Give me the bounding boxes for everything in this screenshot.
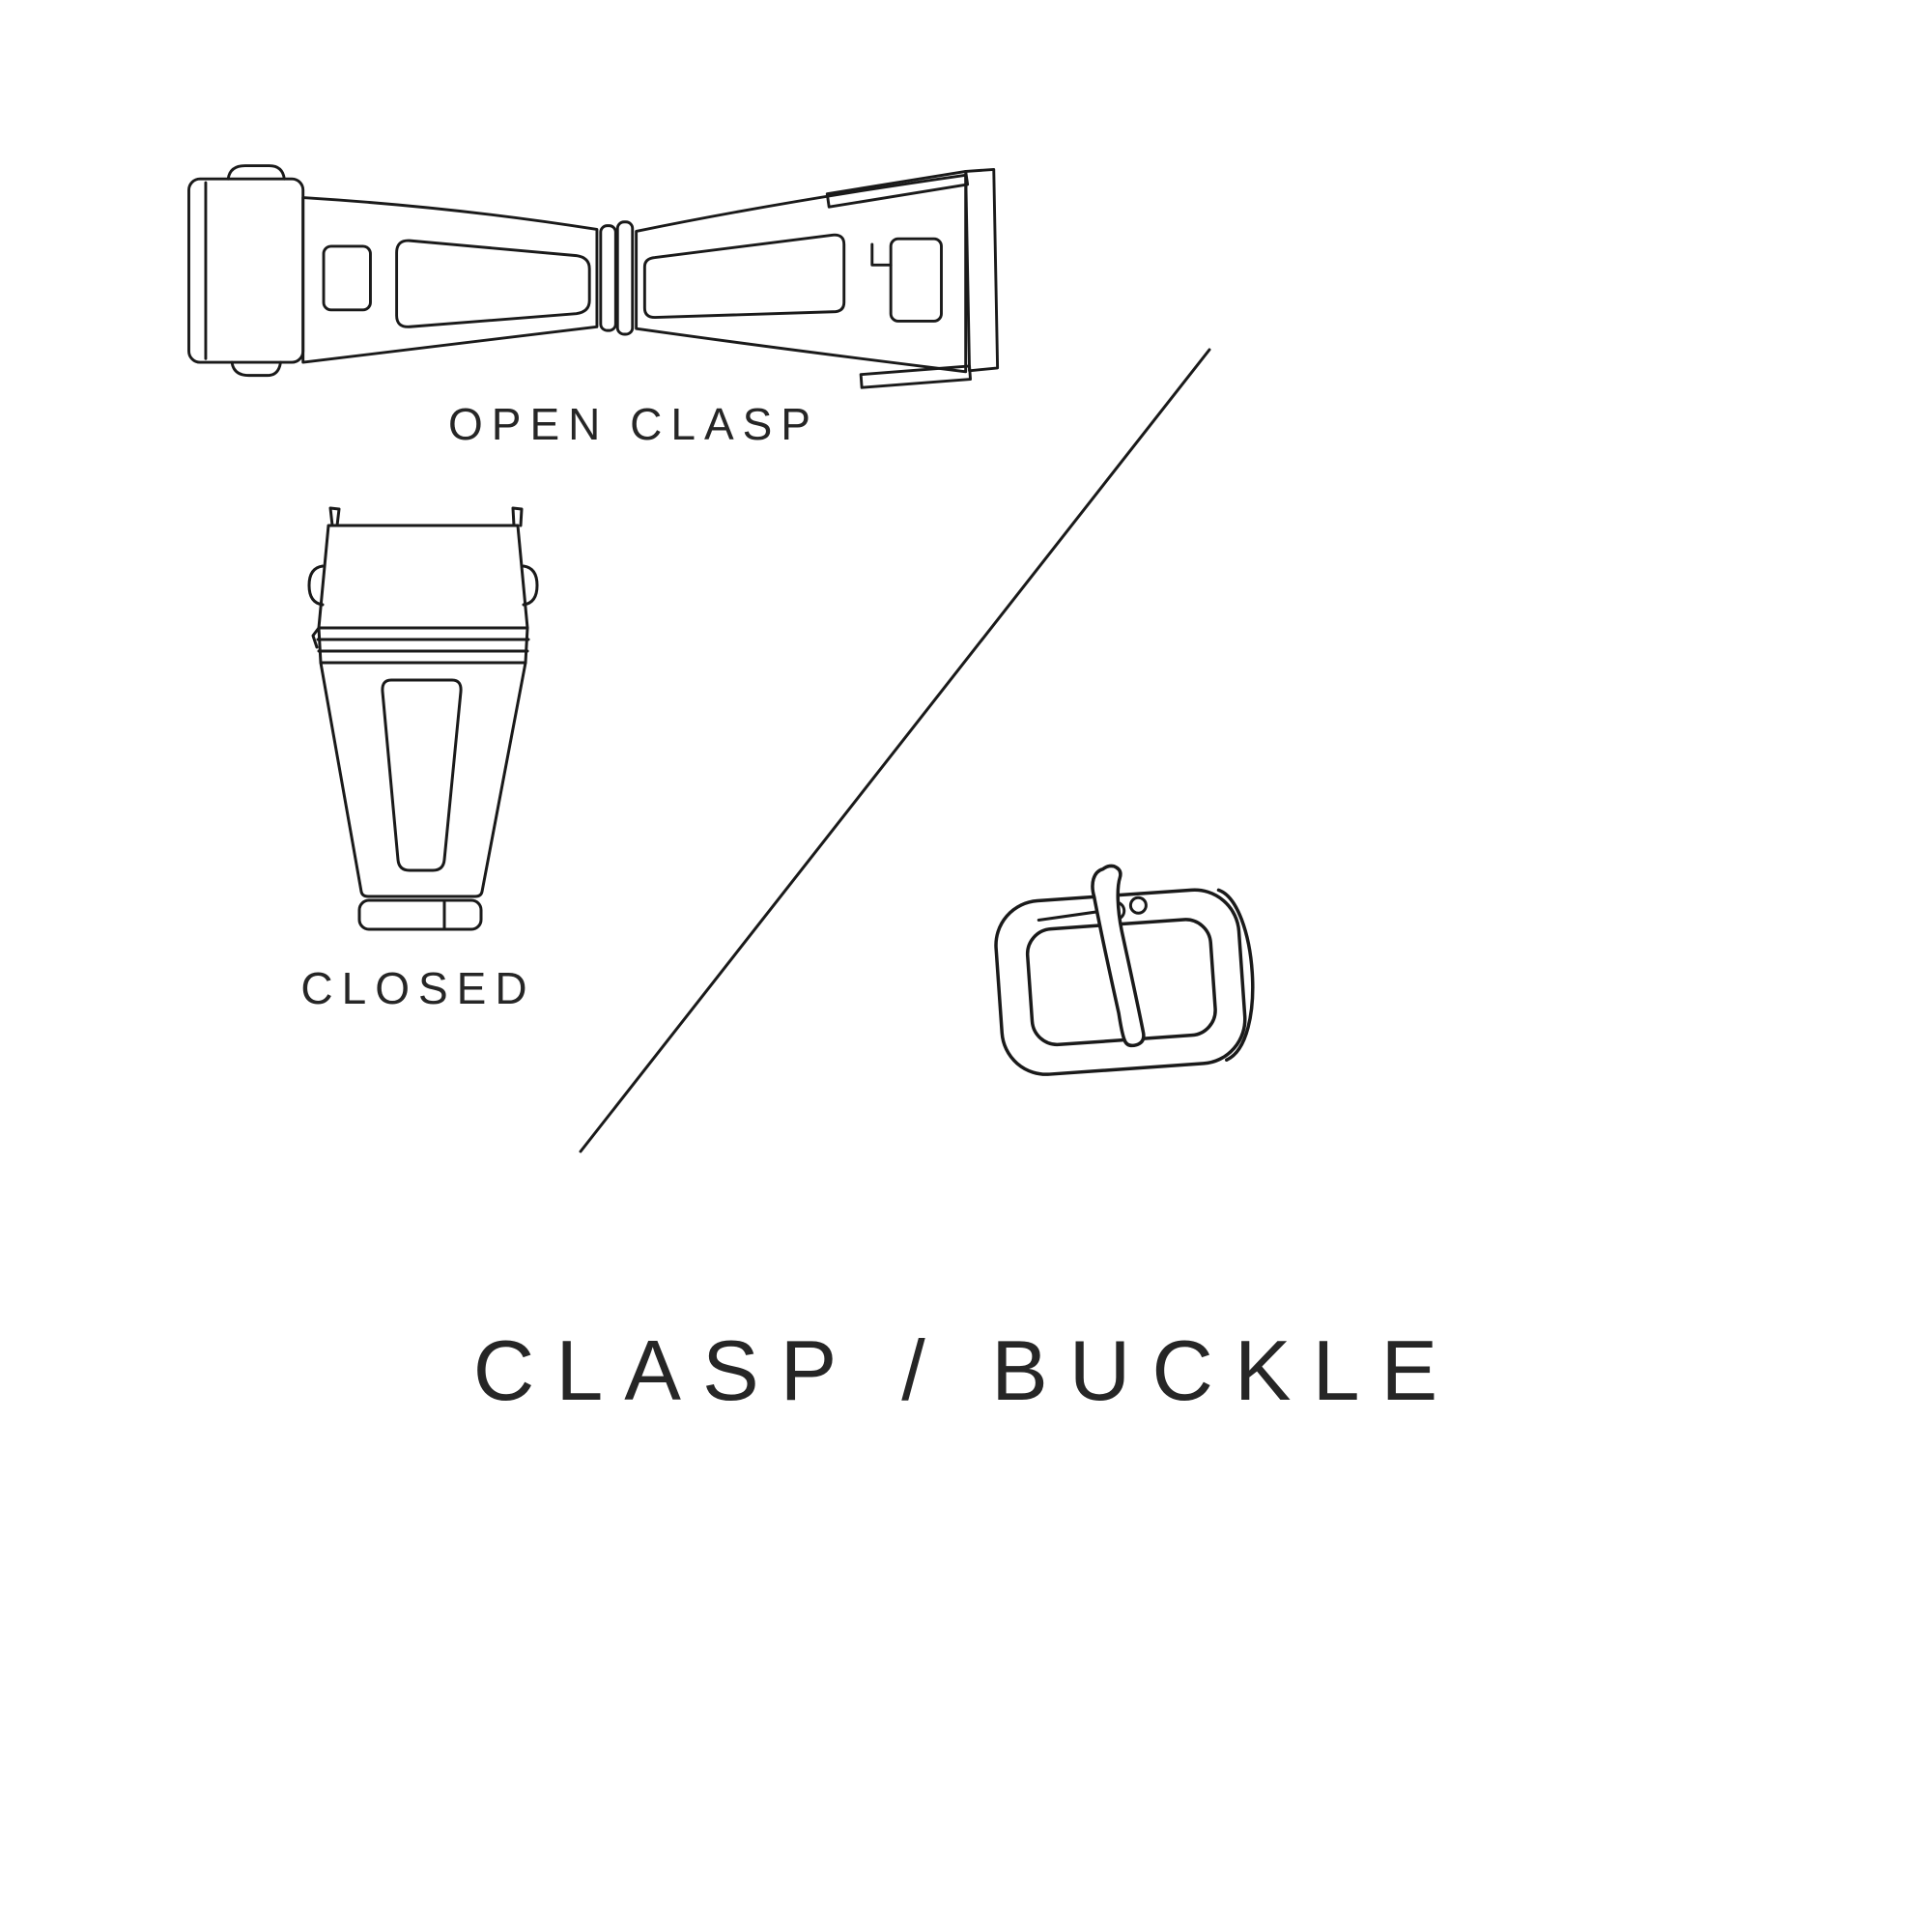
closed-clasp-label: CLOSED — [300, 963, 536, 1013]
open-clasp-label: OPEN CLASP — [448, 399, 819, 449]
closed-clasp-illustration — [307, 506, 539, 931]
open-clasp-illustration — [187, 164, 1000, 389]
page-title: CLASP / BUCKLE — [472, 1322, 1460, 1418]
tang-buckle-illustration — [994, 864, 1255, 1076]
